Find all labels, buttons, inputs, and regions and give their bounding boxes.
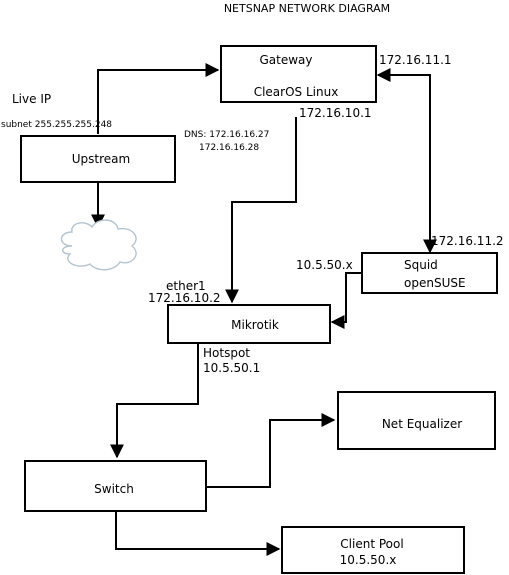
ether1-label: ether1: [166, 279, 206, 293]
edge-switch-to-net-equalizer: [207, 413, 336, 488]
edge-squid-to-mikrotik: [330, 272, 361, 329]
subnet-label: subnet 255.255.255.248: [1, 120, 112, 130]
switch-label: Switch: [94, 482, 134, 496]
hotspot-label: Hotspot: [203, 346, 250, 360]
live-ip-label: Live IP: [12, 92, 51, 106]
edge-switch-to-client-pool: [115, 512, 281, 556]
diagram-title: NETSNAP NETWORK DIAGRAM: [224, 2, 390, 15]
gateway-lan-ip-label: 172.16.11.1: [379, 53, 452, 67]
upstream-label: Upstream: [72, 152, 130, 166]
net-equalizer-node: Net Equalizer: [337, 391, 496, 450]
switch-node: Switch: [24, 460, 207, 512]
squid-os-label: openSUSE: [404, 276, 466, 290]
upstream-node: Upstream: [20, 135, 176, 183]
internet-cloud-icon: [60, 219, 137, 271]
dns-primary-label: DNS: 172.16.16.27: [184, 130, 269, 140]
gateway-os-label: ClearOS Linux: [254, 85, 339, 99]
edge-upstream-to-gateway: [97, 63, 220, 134]
gateway-node: Gateway ClearOS Linux: [220, 45, 377, 103]
client-pool-range-label: 10.5.50.x: [340, 553, 397, 567]
dns-secondary-label: 172.16.16.28: [199, 143, 259, 153]
edge-gateway-to-mikrotik: [225, 117, 297, 304]
client-pool-node: Client Pool 10.5.50.x: [281, 526, 465, 574]
client-pool-label: Client Pool: [340, 537, 403, 551]
edge-gateway-squid: [376, 68, 437, 254]
net-equalizer-label: Net Equalizer: [382, 417, 462, 431]
edge-mikrotik-to-switch: [110, 343, 199, 459]
mikrotik-ip-label: 172.16.10.2: [148, 291, 221, 305]
mikrotik-label: Mikrotik: [231, 318, 279, 332]
hotspot-ip-label: 10.5.50.1: [203, 361, 260, 375]
squid-node: Squid openSUSE: [361, 252, 498, 294]
squid-ip-label: 172.16.11.2: [431, 234, 504, 248]
gateway-wan-ip-label: 172.16.10.1: [299, 106, 372, 120]
squid-label: Squid: [404, 258, 438, 272]
gateway-label: Gateway: [259, 53, 312, 67]
mikrotik-node: Mikrotik: [167, 304, 331, 344]
squid-subnet-label: 10.5.50.x: [296, 258, 353, 272]
